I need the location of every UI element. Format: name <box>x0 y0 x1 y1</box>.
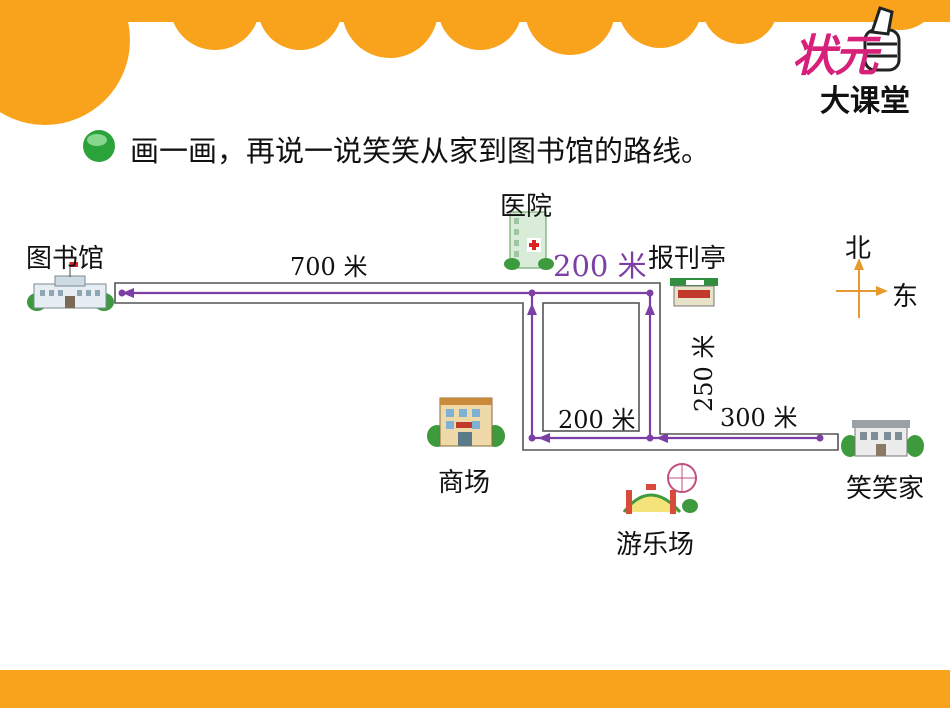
header-decoration <box>0 0 950 125</box>
distance-hospital-newsstand: 200 米 <box>553 249 647 283</box>
distance-mall-park: 200 米 <box>558 406 636 434</box>
home-label: 笑笑家 <box>846 474 925 504</box>
distance-park-home: 300 米 <box>720 404 798 432</box>
compass-east-label: 东 <box>892 282 919 312</box>
library-label: 图书馆 <box>26 244 105 274</box>
home-icon <box>841 420 924 457</box>
road-network <box>114 282 839 451</box>
logo-subtitle: 大课堂 <box>820 84 910 119</box>
route-arrows <box>122 288 668 443</box>
route-points <box>118 289 824 442</box>
green-bullet-icon <box>83 130 115 162</box>
compass-north-label: 北 <box>845 234 872 264</box>
hospital-icon <box>504 211 554 270</box>
newsstand-icon <box>670 278 718 307</box>
amusement-park-icon <box>622 463 698 514</box>
mall-icon <box>427 397 505 447</box>
distance-library-hospital: 700 米 <box>290 253 368 281</box>
newsstand-label: 报刊亭 <box>648 244 727 274</box>
park-label: 游乐场 <box>616 530 695 560</box>
compass-icon <box>836 258 888 318</box>
logo-title: 状元 <box>792 31 878 82</box>
distance-newsstand-park: 250 米 <box>690 334 718 412</box>
thumbs-up-icon <box>863 6 901 72</box>
footer-bar <box>0 670 950 708</box>
library-icon <box>27 262 114 311</box>
mall-label: 商场 <box>438 468 491 498</box>
hospital-label: 医院 <box>500 192 553 222</box>
question-text: 画一画，再说一说笑笑从家到图书馆的路线。 <box>130 134 711 168</box>
